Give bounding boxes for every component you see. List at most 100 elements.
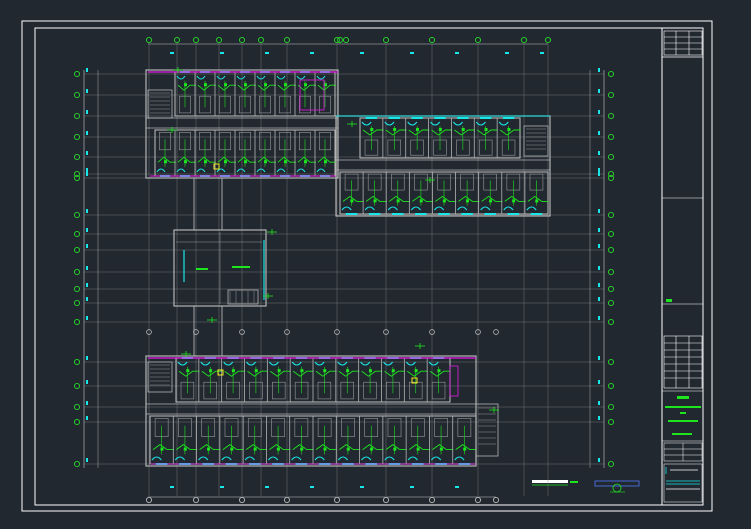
dimension-tick-top <box>360 52 364 54</box>
electrical-wiring <box>197 84 216 91</box>
axis-bubble-left-L <box>73 268 81 276</box>
dimension-tick <box>86 131 88 135</box>
electrical-device <box>284 160 287 164</box>
door-swing <box>475 121 486 126</box>
electrical-wiring <box>157 156 176 163</box>
dimension-tick <box>86 68 88 72</box>
axis-bubble-bottom <box>492 496 499 503</box>
electrical-device <box>370 447 374 451</box>
rooms-top-right-south <box>339 171 549 215</box>
axis-bubble-right-C <box>607 112 615 120</box>
electrical-wiring <box>292 370 314 377</box>
electrical-wiring <box>292 444 314 451</box>
axis-bubble-right-K <box>607 246 615 254</box>
electrical-device <box>368 369 372 373</box>
door-swing <box>216 75 226 80</box>
electrical-device <box>204 83 207 87</box>
axis-bubble-middle <box>383 329 389 335</box>
axis-bubble-right-17 <box>607 418 615 426</box>
electrical-device <box>224 83 227 87</box>
electrical-device <box>484 128 488 131</box>
electrical-wiring <box>177 156 196 163</box>
door-swing <box>221 456 232 461</box>
electrical-device <box>184 83 187 87</box>
dimension-tick <box>86 356 88 360</box>
door-swing <box>407 121 418 126</box>
door-swing <box>434 206 445 211</box>
door-swing <box>176 75 186 80</box>
sheet-outer-frame <box>21 20 713 512</box>
electrical-device <box>324 83 327 87</box>
axis-bubble-left-D <box>73 133 81 141</box>
electrical-wiring <box>197 156 216 163</box>
stair-top-left <box>147 89 173 119</box>
window <box>502 117 515 119</box>
electrical-wiring <box>257 84 276 91</box>
electrical-wiring <box>217 156 236 163</box>
door-swing <box>341 206 352 211</box>
axis-bubble-top-9 <box>382 36 390 44</box>
dimension-tick-bottom <box>410 486 414 488</box>
axis-bubble-left-S <box>73 403 81 411</box>
electrical-device <box>370 128 374 131</box>
electrical-wiring <box>499 129 521 136</box>
title-block-bars <box>665 396 701 435</box>
dimension-tick-top <box>410 52 414 54</box>
electrical-device <box>350 199 354 203</box>
axis-bubble-bottom <box>192 496 199 503</box>
electrical-device <box>438 128 442 131</box>
stair-bottom-left <box>147 361 173 393</box>
door-swing <box>361 456 372 461</box>
door-swing <box>174 456 186 461</box>
axis-bubble-bottom <box>333 496 340 503</box>
electrical-device <box>323 447 327 451</box>
axis-bubble-right-N <box>607 299 615 307</box>
door-swing <box>526 206 537 211</box>
stair-top-right <box>523 125 549 157</box>
dimension-tick <box>598 266 600 270</box>
rooms-bottom-south <box>149 415 477 465</box>
axis-bubble-right-18 <box>607 460 615 468</box>
door-swing <box>151 456 162 461</box>
dimension-tick <box>598 168 600 172</box>
dimension-tick-top <box>310 52 314 54</box>
electrical-wiring <box>527 195 549 202</box>
electrical-wiring <box>152 444 174 451</box>
electrical-wiring <box>361 370 383 377</box>
electrical-device <box>535 199 539 203</box>
electrical-device <box>304 83 307 87</box>
electrical-device <box>419 199 423 203</box>
window <box>415 213 427 215</box>
magenta-room <box>299 79 325 111</box>
axis-bubble-left-K <box>73 246 81 254</box>
door-swing <box>176 168 186 173</box>
axis-bubble-right-R <box>607 382 615 390</box>
rooms-bottom-north <box>175 357 451 403</box>
dimension-tick-top <box>505 52 509 54</box>
axis-bubble-top-extra <box>336 36 344 44</box>
electrical-device <box>416 447 420 451</box>
axis-bubble-middle <box>475 329 481 335</box>
axis-bubble-left-Q <box>73 358 81 366</box>
dimension-tick <box>598 228 600 232</box>
dimension-tick <box>86 228 88 232</box>
dimension-tick <box>598 89 600 93</box>
axis-bubble-right-S <box>607 403 615 411</box>
axis-bubble-middle <box>239 329 245 335</box>
dimension-tick <box>598 356 600 360</box>
door-swing <box>503 206 514 211</box>
door-swing <box>198 456 209 461</box>
electrical-wiring <box>385 129 407 136</box>
dimension-tick <box>598 297 600 301</box>
electrical-wiring <box>317 84 336 91</box>
electrical-device <box>164 160 167 164</box>
dimension-tick <box>598 316 600 320</box>
electrical-wiring <box>222 444 244 451</box>
axis-bubble-left-H <box>73 211 81 219</box>
electrical-wiring <box>224 370 246 377</box>
dimension-tick-top <box>540 52 544 54</box>
door-swing <box>407 456 418 461</box>
door-swing <box>428 361 439 366</box>
axis-bubble-left-M <box>73 285 81 293</box>
